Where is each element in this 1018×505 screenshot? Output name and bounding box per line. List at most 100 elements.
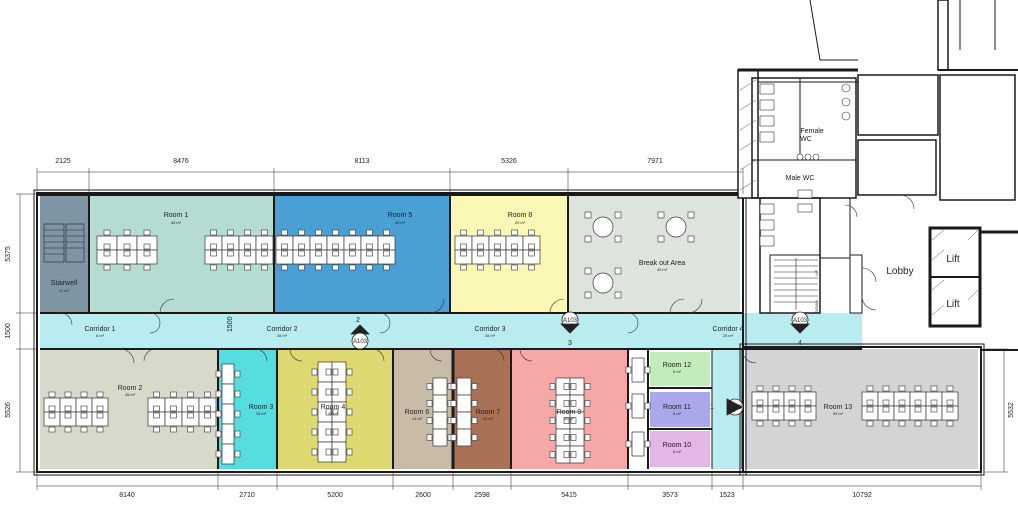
chair xyxy=(914,420,922,427)
chair xyxy=(528,264,535,271)
room8-area: 29 m² xyxy=(515,220,526,225)
dim-top-4: 5326 xyxy=(501,158,517,165)
dim-bottom-3: 5200 xyxy=(327,492,343,499)
chair xyxy=(187,426,194,433)
room1-name: Room 1 xyxy=(164,212,189,219)
desk xyxy=(432,411,448,430)
room13-name: Room 13 xyxy=(824,404,853,411)
chair xyxy=(584,291,592,299)
chair xyxy=(450,417,457,424)
chair xyxy=(210,250,217,257)
room12-fill xyxy=(650,352,710,386)
chair-furniture xyxy=(48,211,954,458)
chair xyxy=(614,235,622,243)
chair xyxy=(477,243,484,250)
chair xyxy=(227,264,234,271)
chair xyxy=(511,243,518,250)
chair xyxy=(210,243,217,250)
chair xyxy=(426,383,433,390)
corridor4-area: 25 m² xyxy=(723,333,734,338)
dim-left-3: 5526 xyxy=(5,402,12,418)
lobby-label: Lobby xyxy=(886,266,913,277)
room11-name: Room 11 xyxy=(663,404,691,411)
chair xyxy=(80,412,88,419)
dimension-lines xyxy=(16,168,1008,490)
chair xyxy=(882,399,890,406)
chair xyxy=(930,399,938,406)
desk xyxy=(377,249,396,265)
desk xyxy=(522,249,541,265)
section-a103-d: A103 xyxy=(728,405,743,411)
chair xyxy=(103,250,111,257)
chair xyxy=(332,448,339,456)
chair xyxy=(332,408,339,416)
chair xyxy=(687,211,695,219)
chair xyxy=(234,450,241,458)
desk xyxy=(432,394,448,413)
chair xyxy=(914,399,922,406)
chair xyxy=(346,368,353,376)
room5-name: Room 5 xyxy=(388,212,413,219)
grid-marker-1: 1 xyxy=(710,404,714,411)
room7-area: 14 m² xyxy=(483,416,494,421)
section-a103-c: A103 xyxy=(793,318,808,324)
chair xyxy=(332,243,339,250)
chair xyxy=(210,264,217,271)
chair xyxy=(349,250,356,257)
chair xyxy=(866,399,874,406)
section-callouts: A103 A103 A103 A103 xyxy=(350,311,810,416)
chair xyxy=(930,420,938,427)
chair xyxy=(366,243,373,250)
chair xyxy=(772,385,780,392)
chair xyxy=(170,412,177,419)
chair xyxy=(48,426,56,433)
room9-name: Room 9 xyxy=(557,409,582,416)
chair xyxy=(460,243,467,250)
chair xyxy=(325,368,332,376)
dim-bottom-4: 2600 xyxy=(415,492,431,499)
chair xyxy=(882,406,890,413)
chair xyxy=(772,399,780,406)
desk xyxy=(456,411,472,430)
chair xyxy=(383,250,390,257)
chair xyxy=(80,405,88,412)
chair xyxy=(772,406,780,413)
chair xyxy=(614,267,622,275)
chair xyxy=(898,399,906,406)
chair xyxy=(563,417,570,424)
chair xyxy=(215,410,222,418)
chair xyxy=(96,412,104,419)
room10-area: 6 m² xyxy=(673,449,682,454)
chair xyxy=(644,402,651,410)
female-wc-label: Female xyxy=(800,128,823,135)
desk xyxy=(221,383,235,405)
chair xyxy=(96,426,104,433)
desk xyxy=(456,377,472,396)
chair xyxy=(153,412,160,419)
desk xyxy=(631,393,645,419)
core-stairs xyxy=(774,258,818,310)
chair xyxy=(103,243,111,250)
chair xyxy=(64,426,72,433)
stairwell-name: Stairwell xyxy=(51,280,78,287)
chair xyxy=(234,390,241,398)
chair xyxy=(48,391,56,398)
chair xyxy=(311,408,318,416)
desk xyxy=(331,441,347,463)
chair xyxy=(471,434,478,441)
chair xyxy=(946,420,954,427)
chair xyxy=(563,451,570,458)
chair xyxy=(528,243,535,250)
dim-left-2: 1500 xyxy=(5,323,12,339)
chair xyxy=(804,399,812,406)
chair xyxy=(383,229,390,236)
chair xyxy=(946,406,954,413)
round-tables xyxy=(592,216,687,294)
chair xyxy=(584,211,592,219)
chair xyxy=(584,451,591,458)
chair xyxy=(204,412,211,419)
chair xyxy=(311,388,318,396)
chair xyxy=(204,391,211,398)
chair xyxy=(625,402,632,410)
